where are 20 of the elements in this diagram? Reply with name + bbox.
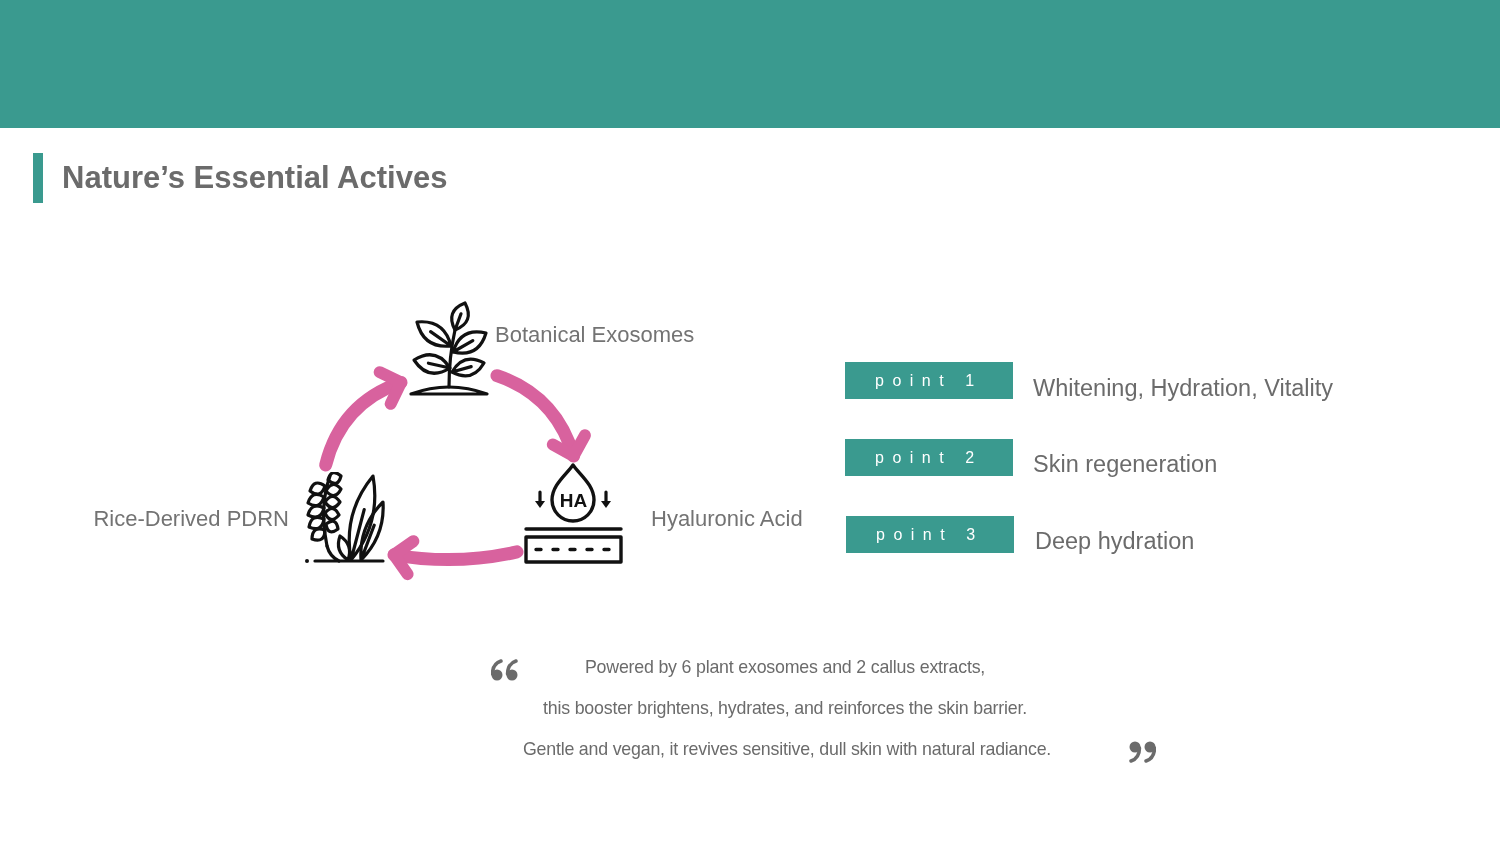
point-tag: point 2 — [845, 439, 1013, 476]
curved-arrow — [387, 534, 524, 580]
benefit-text: Deep hydration — [1035, 527, 1195, 556]
curved-arrow — [490, 369, 591, 463]
point-tag: point 3 — [846, 516, 1014, 553]
ingredient-label: Botanical Exosomes — [495, 322, 695, 349]
quote-text: this booster brightens, hydrates, and reinforces the skin barrier. — [543, 697, 1027, 719]
grain-plant-icon — [303, 472, 387, 564]
plant-sprout-icon — [408, 300, 490, 397]
point-tag: point 1 — [845, 362, 1013, 399]
water-drop-icon — [524, 463, 623, 564]
slide-title: Nature’s Essential Actives — [62, 159, 448, 197]
drop-label: HA — [559, 490, 588, 512]
ingredient-label: Hyaluronic Acid — [651, 506, 803, 533]
ingredient-label: Rice-Derived PDRN — [93, 506, 289, 533]
quote-text: Gentle and vegan, it revives sensitive, dull skin with natural radiance. — [522, 738, 1052, 760]
curved-arrow — [319, 366, 408, 472]
benefit-text: Skin regeneration — [1033, 450, 1218, 479]
quote-text: Powered by 6 plant exosomes and 2 callus extracts, — [584, 656, 986, 678]
benefit-text: Whitening, Hydration, Vitality — [1033, 374, 1333, 403]
